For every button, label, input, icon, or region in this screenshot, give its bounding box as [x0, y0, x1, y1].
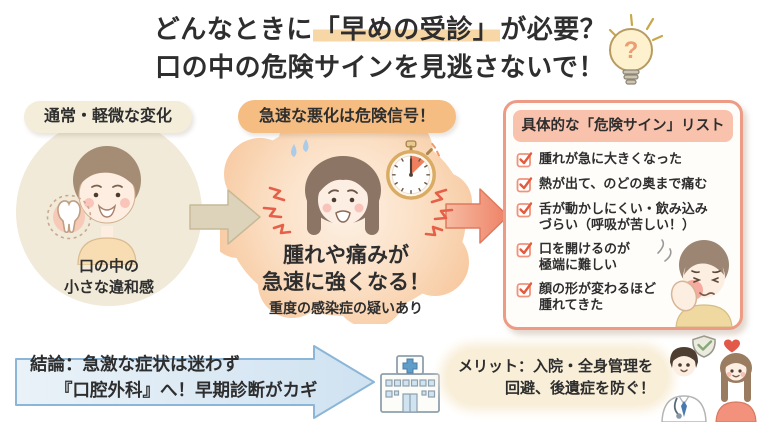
conclusion-line1: 結論：急激な症状は迷わず: [30, 354, 240, 374]
merit-highlight-blob: [446, 349, 668, 405]
stopwatch-icon: [386, 140, 440, 200]
title-line1-post: が必要？: [500, 14, 607, 44]
page-title: どんなときに「早めの受診」が必要？ 口の中の危険サインを見逃さないで！: [90, 10, 670, 86]
checklist-title: 具体的な「危険サイン」リスト: [513, 110, 733, 142]
heart-icon: [724, 339, 740, 353]
stage-normal-label: 通常・軽微な変化: [24, 101, 192, 133]
title-line1-highlight: 「早めの受診」: [312, 14, 501, 44]
checklist-item: 腫れが急に大きくなった: [516, 151, 734, 168]
stage-danger-label: 急速な悪化は危険信号！: [238, 100, 456, 133]
checklist-item: 顔の形が変わるほど 腫れてきた: [516, 281, 734, 313]
hospital-icon: [380, 355, 440, 413]
danger-sign-checklist-panel: 具体的な「危険サイン」リスト 腫れが急に大きくなった 熱が出て、のどの奥まで痛む…: [503, 100, 743, 330]
checklist-item: 口を開けるのが 極端に難しい: [516, 241, 734, 273]
checklist-item: 熱が出て、のどの奥まで痛む: [516, 176, 734, 193]
checklist-item-label: 腫れが急に大きくなった: [539, 151, 683, 166]
checkbox-checked-icon: [516, 202, 533, 218]
title-line1: どんなときに「早めの受診」が必要？: [90, 10, 670, 48]
banner-arrow-shape: [15, 345, 375, 419]
checklist-item-label: 舌が動かしにくい・飲み込み づらい（呼吸が苦しい！）: [539, 201, 708, 232]
shield-check-icon: [692, 335, 716, 358]
stage-normal-caption: 口の中の 小さな違和感: [63, 258, 154, 296]
swollen-cheek-man-illustration: [657, 239, 733, 327]
boy-illustration: [73, 146, 141, 265]
title-line1-pre: どんなときに: [153, 14, 313, 44]
conclusion-line2: 『口腔外科』へ！早期診断がカギ: [55, 380, 318, 400]
stage-danger-sub-text: 重度の感染症の疑いあり: [269, 300, 423, 316]
checkbox-checked-icon: [516, 152, 533, 168]
checkbox-checked-icon: [516, 242, 533, 258]
merit-line2: 回避、後遺症を防ぐ！: [505, 380, 656, 397]
checkbox-checked-icon: [516, 177, 533, 193]
title-line2: 口の中の危険サインを見逃さないで！: [155, 52, 605, 82]
checklist-item-label: 口を開けるのが 極端に難しい: [539, 241, 631, 272]
checklist-item-label: 顔の形が変わるほど 腫れてきた: [539, 281, 657, 312]
merit-line1: メリット：入院・全身管理を: [458, 358, 654, 375]
conclusion-banner: [14, 342, 378, 422]
arrow-right-danger-icon: [445, 188, 509, 244]
doctor-patient-illustration: [661, 335, 757, 422]
checklist-item: 舌が動かしにくい・飲み込み づらい（呼吸が苦しい！）: [516, 201, 734, 233]
checklist-item-label: 熱が出て、のどの奥まで痛む: [539, 176, 708, 191]
tooth-icon: [46, 194, 92, 240]
stage-danger-main-text: 腫れや痛みが 急速に強くなる！: [262, 244, 430, 294]
question-lightbulb-icon: ?: [608, 13, 664, 85]
worried-woman-illustration: [262, 139, 454, 237]
checkbox-checked-icon: [516, 282, 533, 298]
svg-text:?: ?: [624, 37, 639, 64]
arrow-right-neutral-icon: [189, 189, 261, 245]
